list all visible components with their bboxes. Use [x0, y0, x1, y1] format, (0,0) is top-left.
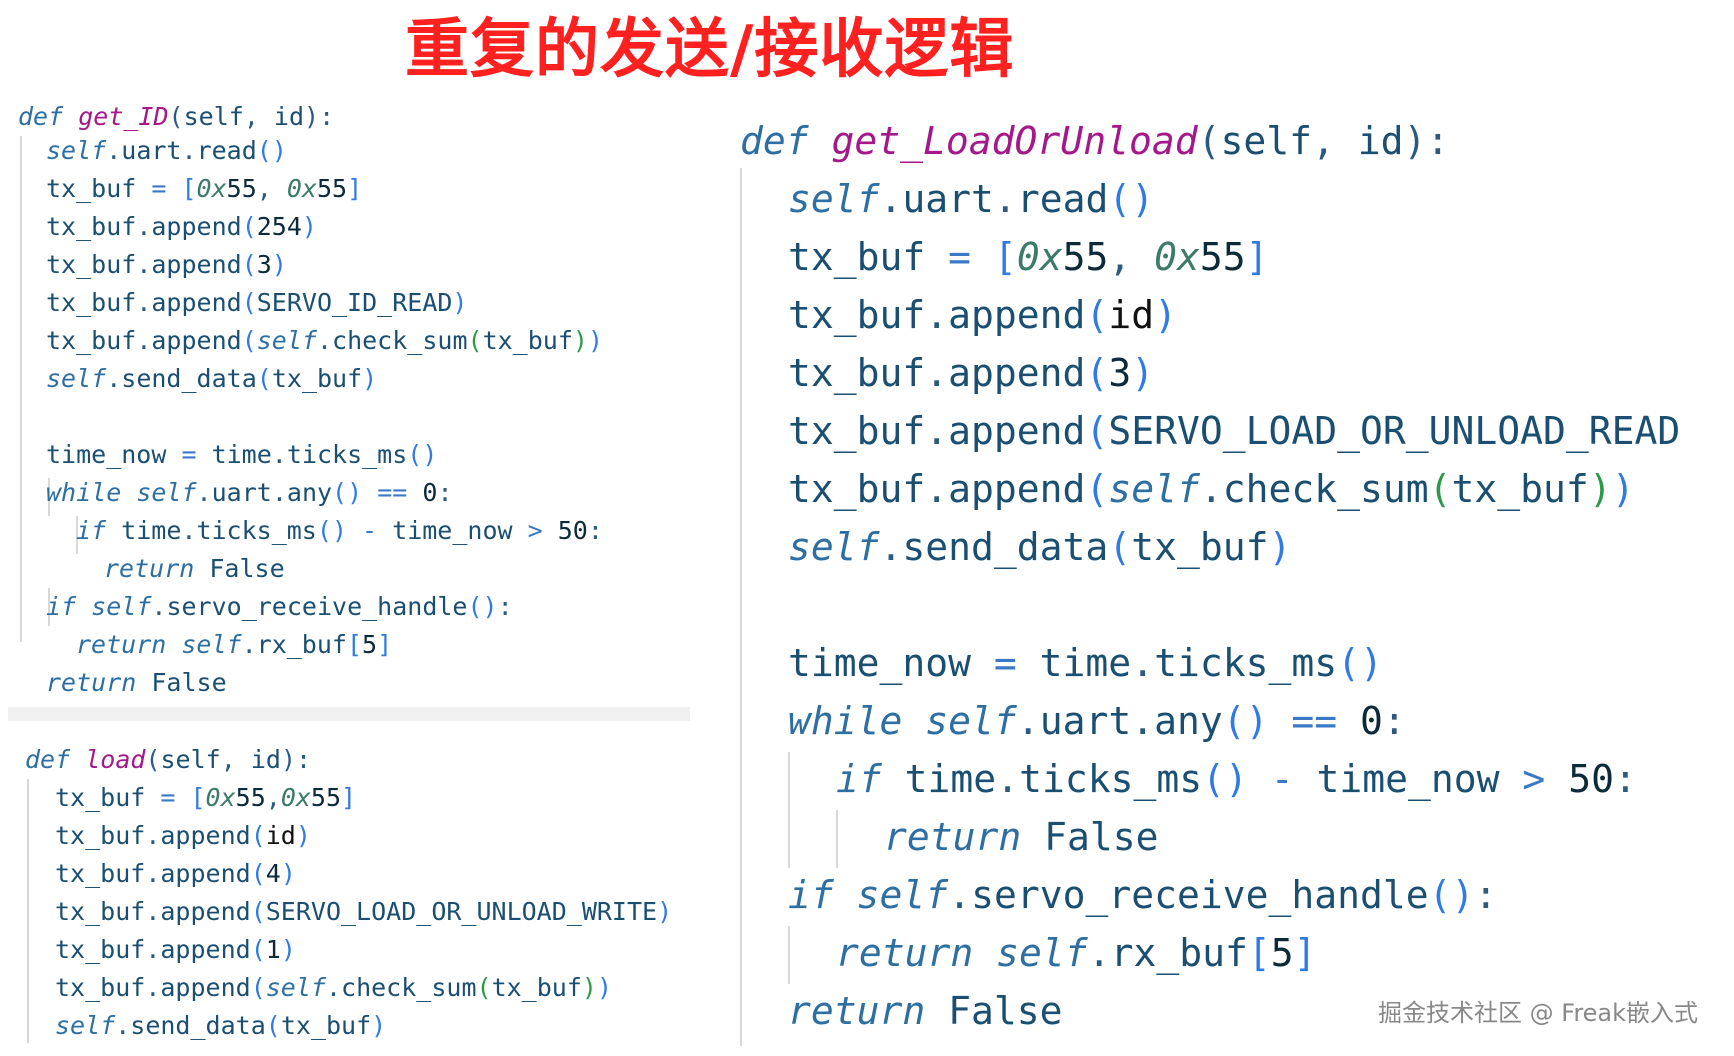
code-line: self.send_data(tx_buf): [788, 525, 1292, 569]
code-line: def get_ID(self, id):: [18, 102, 335, 131]
code-line: tx_buf.append(id): [788, 293, 1177, 337]
code-line: tx_buf.append(self.check_sum(tx_buf)): [788, 467, 1635, 511]
code-line: tx_buf.append(SERVO_LOAD_OR_UNLOAD_READ: [788, 409, 1681, 453]
code-line: def load(self, id):: [25, 745, 312, 774]
code-line: def get_LoadOrUnload(self, id):: [740, 119, 1450, 163]
slide-title: 重复的发送/接收逻辑: [405, 13, 1015, 87]
indent-guide: [48, 478, 50, 516]
code-line: if self.servo_receive_handle():: [46, 592, 513, 621]
code-line: tx_buf.append(id): [55, 821, 311, 850]
code-line: while self.uart.any() == 0:: [788, 699, 1406, 743]
code-line: self.uart.read(): [46, 136, 287, 165]
code-line: if time.ticks_ms() - time_now > 50:: [836, 757, 1637, 801]
indent-guide: [788, 926, 790, 984]
indent-guide: [836, 810, 838, 868]
code-line: return False: [104, 554, 285, 583]
indent-guide: [740, 168, 742, 1046]
indent-guide: [27, 779, 29, 1043]
watermark: 掘金技术社区 @ Freak嵌入式: [1378, 999, 1699, 1027]
code-line: return False: [46, 668, 227, 697]
panel-separator: [8, 707, 690, 721]
code-line: tx_buf.append(SERVO_LOAD_OR_UNLOAD_WRITE…: [55, 897, 673, 926]
code-line: return False: [884, 815, 1159, 859]
code-line: tx_buf.append(self.check_sum(tx_buf)): [46, 326, 603, 355]
code-line: while self.uart.any() == 0:: [46, 478, 453, 507]
indent-guide: [76, 516, 78, 554]
indent-guide: [788, 752, 790, 868]
code-line: return self.rx_buf[5]: [836, 931, 1317, 975]
code-line: tx_buf.append(SERVO_ID_READ): [46, 288, 468, 317]
code-line: tx_buf.append(4): [55, 859, 296, 888]
code-line: if time.ticks_ms() - time_now > 50:: [76, 516, 603, 545]
code-line: tx_buf.append(254): [46, 212, 317, 241]
code-line: self.send_data(tx_buf): [55, 1011, 387, 1040]
indent-guide: [20, 136, 22, 642]
code-line: return False: [788, 989, 1063, 1033]
code-line: tx_buf = [0x55, 0x55]: [46, 174, 363, 203]
code-line: if self.servo_receive_handle():: [788, 873, 1498, 917]
code-line: tx_buf.append(self.check_sum(tx_buf)): [55, 973, 612, 1002]
code-line: tx_buf = [0x55,0x55]: [55, 783, 357, 812]
indent-guide: [48, 588, 50, 626]
code-line: tx_buf.append(3): [46, 250, 287, 279]
code-line: self.send_data(tx_buf): [46, 364, 378, 393]
code-line: self.uart.read(): [788, 177, 1155, 221]
code-line: tx_buf.append(1): [55, 935, 296, 964]
code-line: time_now = time.ticks_ms(): [788, 641, 1383, 685]
code-line: tx_buf = [0x55, 0x55]: [788, 235, 1269, 279]
code-line: time_now = time.ticks_ms(): [46, 440, 438, 469]
code-line: tx_buf.append(3): [788, 351, 1155, 395]
code-line: return self.rx_buf[5]: [76, 630, 393, 659]
